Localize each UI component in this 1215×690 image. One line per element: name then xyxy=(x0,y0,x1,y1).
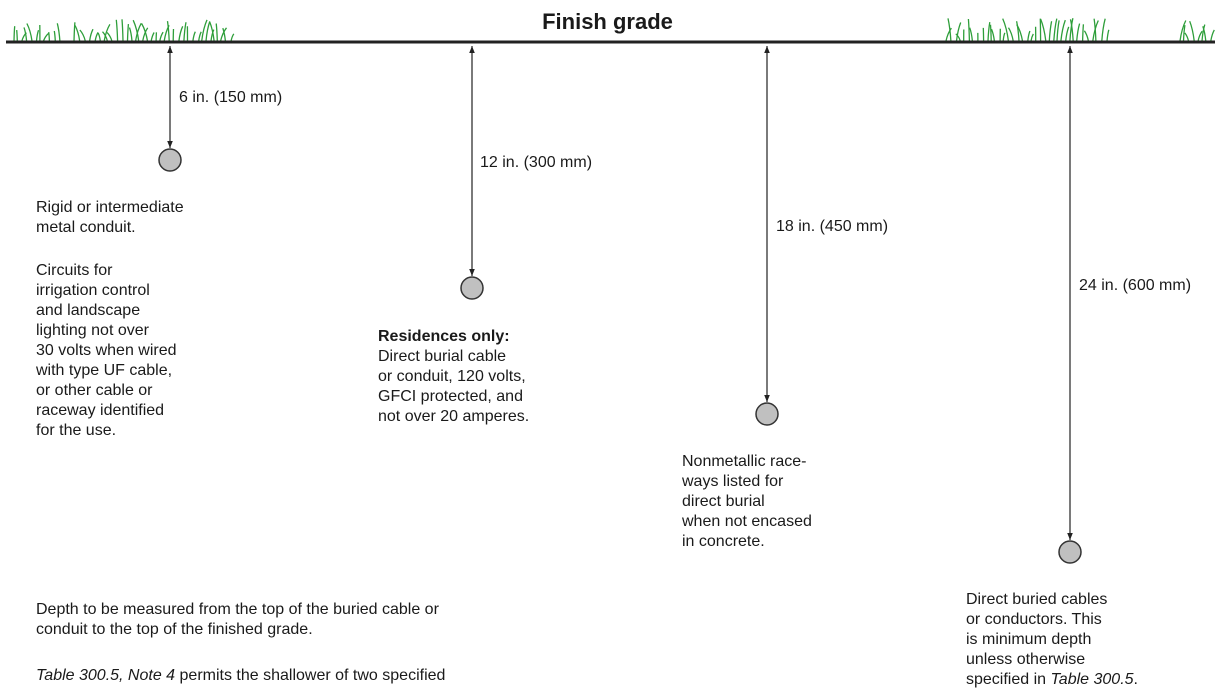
footnote-line: conduit to the top of the finished grade… xyxy=(36,620,439,640)
note-text: specified in xyxy=(966,671,1051,688)
note-nonmetallic-raceways: Nonmetallic race- ways listed for direct… xyxy=(682,452,812,552)
note-line: Rigid or intermediate xyxy=(36,198,184,218)
note-line: direct burial xyxy=(682,492,812,512)
note-line: in concrete. xyxy=(682,532,812,552)
note-line: or other cable or xyxy=(36,381,177,401)
note-irrigation-circuits: Circuits for irrigation control and land… xyxy=(36,261,177,441)
note-line: or conductors. This xyxy=(966,610,1138,630)
note-line: metal conduit. xyxy=(36,218,184,238)
note-line: unless otherwise xyxy=(966,650,1138,670)
footnote-line: Depth to be measured from the top of the… xyxy=(36,600,439,620)
note-line: lighting not over xyxy=(36,321,177,341)
note-line: not over 20 amperes. xyxy=(378,407,529,427)
note-heading: Residences only: xyxy=(378,327,529,347)
note-line: Direct burial cable xyxy=(378,347,529,367)
conductor-12in xyxy=(461,277,483,299)
note-text: . xyxy=(1134,671,1138,688)
footnote-line: Table 300.5, Note 4 permits the shallowe… xyxy=(36,666,445,686)
footnote-table-note: Table 300.5, Note 4 permits the shallowe… xyxy=(36,666,445,686)
footnote-depth-measurement: Depth to be measured from the top of the… xyxy=(36,600,439,640)
conductor-24in xyxy=(1059,541,1081,563)
note-line: Nonmetallic race- xyxy=(682,452,812,472)
note-line: GFCI protected, and xyxy=(378,387,529,407)
conductor-18in xyxy=(756,403,778,425)
note-line: is minimum depth xyxy=(966,630,1138,650)
depth-label-6in: 6 in. (150 mm) xyxy=(179,88,282,108)
table-note-reference: Table 300.5, Note 4 xyxy=(36,667,175,684)
finish-grade-title: Finish grade xyxy=(0,9,1215,35)
note-line: raceway identified xyxy=(36,401,177,421)
depth-label-24in: 24 in. (600 mm) xyxy=(1079,276,1191,296)
note-direct-buried-cables: Direct buried cables or conductors. This… xyxy=(966,590,1138,690)
note-line: with type UF cable, xyxy=(36,361,177,381)
note-line: for the use. xyxy=(36,421,177,441)
depth-label-12in: 12 in. (300 mm) xyxy=(480,153,592,173)
note-residences-only: Residences only: Direct burial cable or … xyxy=(378,327,529,427)
note-line: Direct buried cables xyxy=(966,590,1138,610)
note-line: 30 volts when wired xyxy=(36,341,177,361)
note-line: Circuits for xyxy=(36,261,177,281)
note-line-last: specified in Table 300.5. xyxy=(966,670,1138,690)
depth-label-18in: 18 in. (450 mm) xyxy=(776,217,888,237)
note-line: ways listed for xyxy=(682,472,812,492)
conductor-6in xyxy=(159,149,181,171)
note-line: or conduit, 120 volts, xyxy=(378,367,529,387)
footnote-text: permits the shallower of two specified xyxy=(175,667,445,684)
note-line: when not encased xyxy=(682,512,812,532)
note-rigid-conduit: Rigid or intermediate metal conduit. xyxy=(36,198,184,238)
note-line: and landscape xyxy=(36,301,177,321)
note-line: irrigation control xyxy=(36,281,177,301)
table-reference: Table 300.5 xyxy=(1051,671,1134,688)
